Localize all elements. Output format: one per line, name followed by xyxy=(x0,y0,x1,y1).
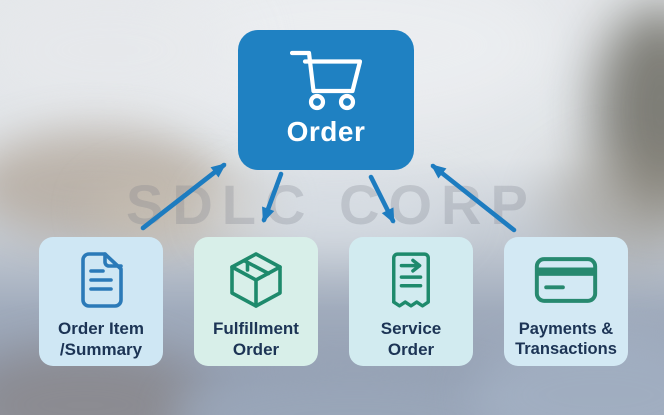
receipt-icon xyxy=(388,250,434,310)
node-label: Service Order xyxy=(380,319,442,359)
document-icon xyxy=(79,250,123,310)
node-order-label: Order xyxy=(286,116,366,147)
package-box-icon xyxy=(227,250,285,310)
node-payments-transactions: Payments & Transactions xyxy=(504,237,628,366)
node-fulfillment-order: Fulfillment Order xyxy=(194,237,318,366)
arrow-order-to-fulfillment xyxy=(261,171,284,223)
node-order-item-summary: Order Item /Summary xyxy=(39,237,163,366)
arrow-order-to-service xyxy=(368,174,396,224)
shopping-cart-icon xyxy=(290,46,362,114)
arrow-order-item-to-order xyxy=(140,162,227,231)
arrow-payments-to-order xyxy=(430,163,517,233)
node-label: Order Item /Summary xyxy=(58,319,144,359)
credit-card-icon xyxy=(532,250,600,310)
node-label: Fulfillment Order xyxy=(213,319,299,359)
node-order: Order xyxy=(238,30,414,170)
node-label: Payments & Transactions xyxy=(515,320,617,359)
node-service-order: Service Order xyxy=(349,237,473,366)
